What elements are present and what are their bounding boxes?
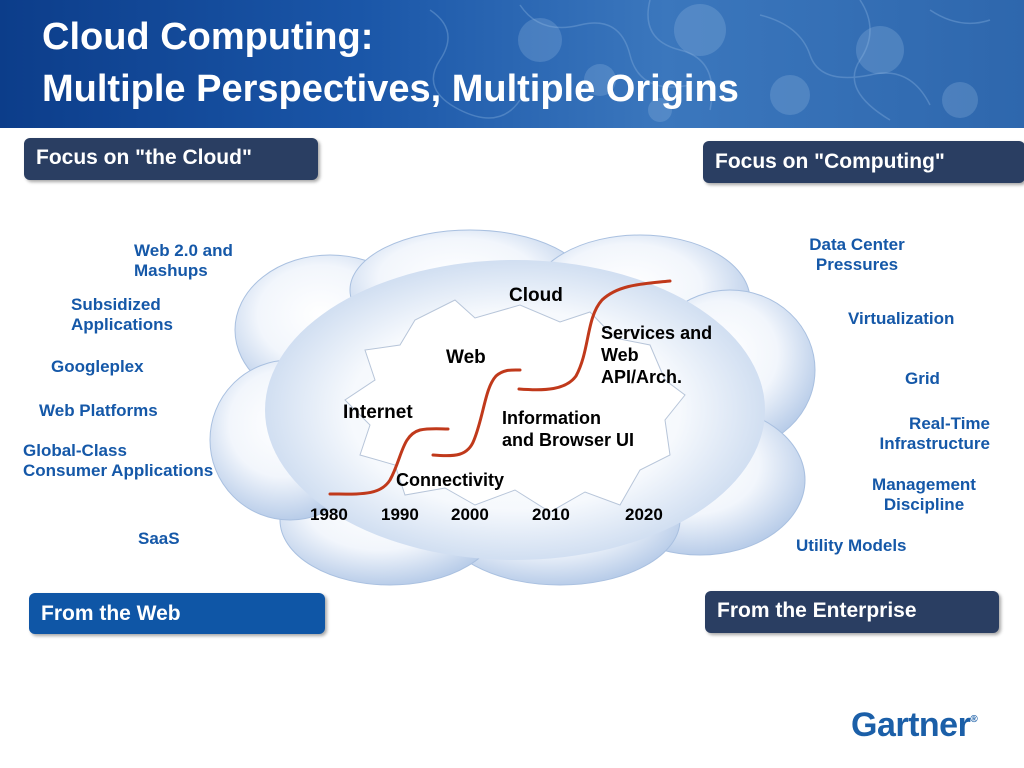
from-web-box: From the Web (29, 593, 325, 634)
connectivity-label: Connectivity (396, 470, 505, 490)
right-item-grid: Grid (905, 369, 940, 388)
curve-internet (431, 368, 522, 458)
right-item-data-center: Data Center Pressures (809, 235, 905, 274)
title-line-1: Cloud Computing: (42, 16, 374, 58)
internet-label: Internet (343, 402, 413, 423)
left-item-googleplex: Googleplex (51, 357, 144, 376)
year-2020: 2020 (625, 505, 663, 524)
cloud-label: Cloud (509, 285, 563, 306)
year-2000: 2000 (451, 505, 489, 524)
starburst-shape (344, 299, 686, 513)
year-1990: 1990 (381, 505, 419, 524)
fractal-background (429, 0, 991, 122)
evolution-curves (328, 279, 672, 496)
left-item-web20: Web 2.0 and Mashups (134, 241, 233, 280)
right-item-real-time: Real-Time Infrastructure (879, 414, 990, 453)
services-label: Services and Web API/Arch. (601, 323, 713, 387)
from-enterprise-box: From the Enterprise (705, 591, 999, 633)
header-banner: Cloud Computing: Multiple Perspectives, … (0, 0, 1024, 128)
year-1980: 1980 (310, 505, 348, 524)
left-item-global-class: Global-Class Consumer Applications (23, 441, 214, 480)
curve-connectivity (328, 427, 450, 496)
logo-registered-mark: ® (970, 713, 978, 725)
right-item-utility-models: Utility Models (796, 536, 907, 555)
left-item-saas: SaaS (138, 529, 180, 548)
right-item-management: Management Discipline (872, 475, 976, 514)
title-line-2: Multiple Perspectives, Multiple Origins (42, 68, 739, 110)
focus-cloud-box: Focus on "the Cloud" (24, 138, 318, 180)
left-item-subsidized: Subsidized Applications (71, 295, 174, 334)
year-2010: 2010 (532, 505, 570, 524)
curve-web (517, 279, 672, 392)
focus-computing-box: Focus on "Computing" (703, 141, 1024, 183)
logo-text: Gartner (851, 706, 971, 744)
gartner-logo: Gartner® (851, 706, 978, 745)
web-label: Web (446, 347, 486, 368)
information-label: Information and Browser UI (502, 408, 635, 450)
right-item-virtualization: Virtualization (848, 309, 955, 328)
left-item-web-platforms: Web Platforms (39, 401, 158, 420)
